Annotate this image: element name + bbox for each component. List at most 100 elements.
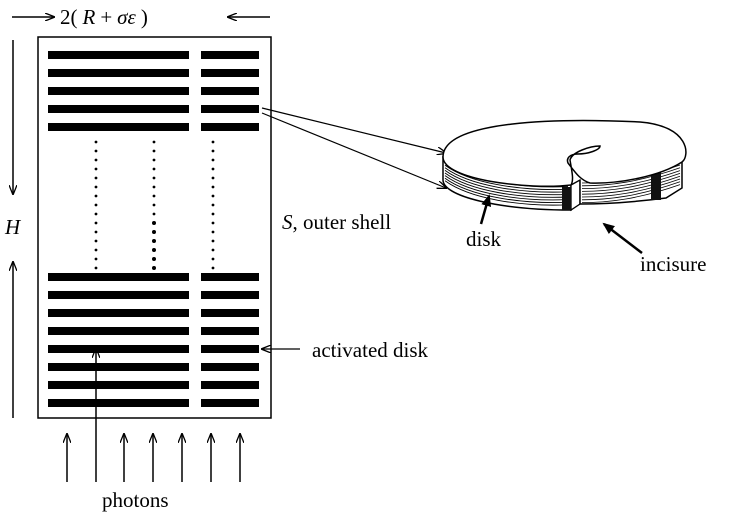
bottom-disk-bar-right: [201, 399, 259, 407]
magnification-leaders: [261, 107, 446, 188]
ellipsis-dot: [211, 239, 215, 243]
ellipsis-dot: [211, 221, 215, 225]
photons-label: photons: [102, 488, 169, 512]
top-disk-bar-left: [48, 69, 189, 77]
bottom-disk-bar-right: [201, 363, 259, 371]
disk-arrow: [479, 194, 492, 225]
ellipsis-dot: [211, 248, 215, 252]
bottom-disk-bar-left: [48, 399, 189, 407]
ellipsis-dot: [94, 176, 98, 180]
bottom-disk-bar-left: [48, 309, 189, 317]
membrane-line: [581, 181, 681, 201]
membrane-line: [444, 180, 569, 206]
ellipsis-dot: [211, 185, 215, 189]
bottom-disk-bar-right: [201, 309, 259, 317]
activated-disk-label: activated disk: [312, 338, 429, 362]
top-disk-bar-left: [48, 51, 189, 59]
ellipsis-dot: [94, 221, 98, 225]
top-disk-bar-left: [48, 87, 189, 95]
top-disk-bar-right: [201, 105, 259, 113]
ellipsis-dot: [152, 257, 156, 261]
ellipsis-dot: [94, 212, 98, 216]
bottom-disk-bar-left: [48, 381, 189, 389]
bottom-disk-bar-left: [48, 327, 189, 335]
top-disk-bar-right: [201, 87, 259, 95]
height-label: H: [4, 215, 22, 239]
ellipsis-dot: [211, 167, 215, 171]
ellipsis-dot: [152, 248, 156, 252]
ellipsis-dot: [94, 149, 98, 153]
ellipsis-dot: [211, 266, 215, 270]
membrane-line: [444, 172, 569, 198]
ellipsis-dot: [152, 176, 156, 180]
outer-shell: [37, 36, 272, 419]
ellipsis-dot: [152, 140, 156, 144]
ellipsis-dot: [211, 212, 215, 216]
ellipsis-dots: [94, 140, 215, 270]
disk-label: disk: [466, 227, 502, 251]
width-dimension: 2(R+σε): [12, 5, 270, 29]
membrane-line: [444, 177, 569, 203]
ellipsis-dot: [152, 230, 156, 234]
membrane-line: [444, 167, 569, 193]
height-dimension: H: [4, 40, 22, 418]
ellipsis-dot: [152, 203, 156, 207]
bottom-disk-bar-left: [48, 273, 189, 281]
enlarged-disk: [442, 119, 687, 254]
ellipsis-dot: [94, 239, 98, 243]
bottom-disk-bar-right: [201, 345, 259, 353]
ellipsis-dot: [152, 266, 156, 270]
ellipsis-dot: [94, 257, 98, 261]
ellipsis-dot: [152, 185, 156, 189]
bottom-disk-bar-right: [201, 327, 259, 335]
incisure-label: incisure: [640, 252, 706, 276]
incisure-edge-band: [562, 187, 571, 210]
disk-stack-top: [48, 51, 259, 131]
bottom-disk-bar-left: [48, 345, 189, 353]
ellipsis-dot: [94, 203, 98, 207]
bottom-disk-bar-right: [201, 291, 259, 299]
ellipsis-dot: [94, 230, 98, 234]
disk-stack-bottom: [48, 273, 259, 407]
photon-arrows: [67, 349, 240, 482]
bottom-disk-bar-right: [201, 381, 259, 389]
disk-top-surface: [442, 119, 687, 187]
membrane-line: [444, 175, 569, 201]
ellipsis-dot: [94, 167, 98, 171]
ellipsis-dot: [152, 212, 156, 216]
right-edge-band: [651, 170, 661, 200]
ellipsis-dot: [152, 194, 156, 198]
ellipsis-dot: [211, 257, 215, 261]
outer-shell-label: S, outer shell: [282, 210, 391, 234]
bottom-disk-bar-left: [48, 291, 189, 299]
bottom-disk-bar-left: [48, 363, 189, 371]
ellipsis-dot: [152, 158, 156, 162]
ellipsis-dot: [211, 176, 215, 180]
top-disk-bar-left: [48, 123, 189, 131]
top-disk-bar-left: [48, 105, 189, 113]
top-disk-bar-right: [201, 51, 259, 59]
ellipsis-dot: [152, 239, 156, 243]
ellipsis-dot: [94, 158, 98, 162]
membrane-line: [581, 173, 681, 192]
ellipsis-dot: [94, 248, 98, 252]
membrane-line: [581, 170, 681, 189]
membrane-line: [581, 175, 681, 195]
leader-line-upper: [261, 107, 446, 153]
ellipsis-dot: [152, 149, 156, 153]
incisure-arrow: [602, 222, 643, 254]
ellipsis-dot: [211, 158, 215, 162]
membrane-line: [581, 184, 681, 203]
leader-line-lower: [261, 112, 446, 188]
ellipsis-dot: [94, 140, 98, 144]
ellipsis-dot: [94, 185, 98, 189]
ellipsis-dot: [211, 203, 215, 207]
membrane-line: [444, 170, 569, 196]
incisure-wall: [570, 178, 581, 212]
membrane-line: [581, 167, 681, 187]
membrane-line: [581, 178, 681, 198]
ellipsis-dot: [152, 221, 156, 225]
ellipsis-dot: [94, 266, 98, 270]
ellipsis-dot: [211, 140, 215, 144]
